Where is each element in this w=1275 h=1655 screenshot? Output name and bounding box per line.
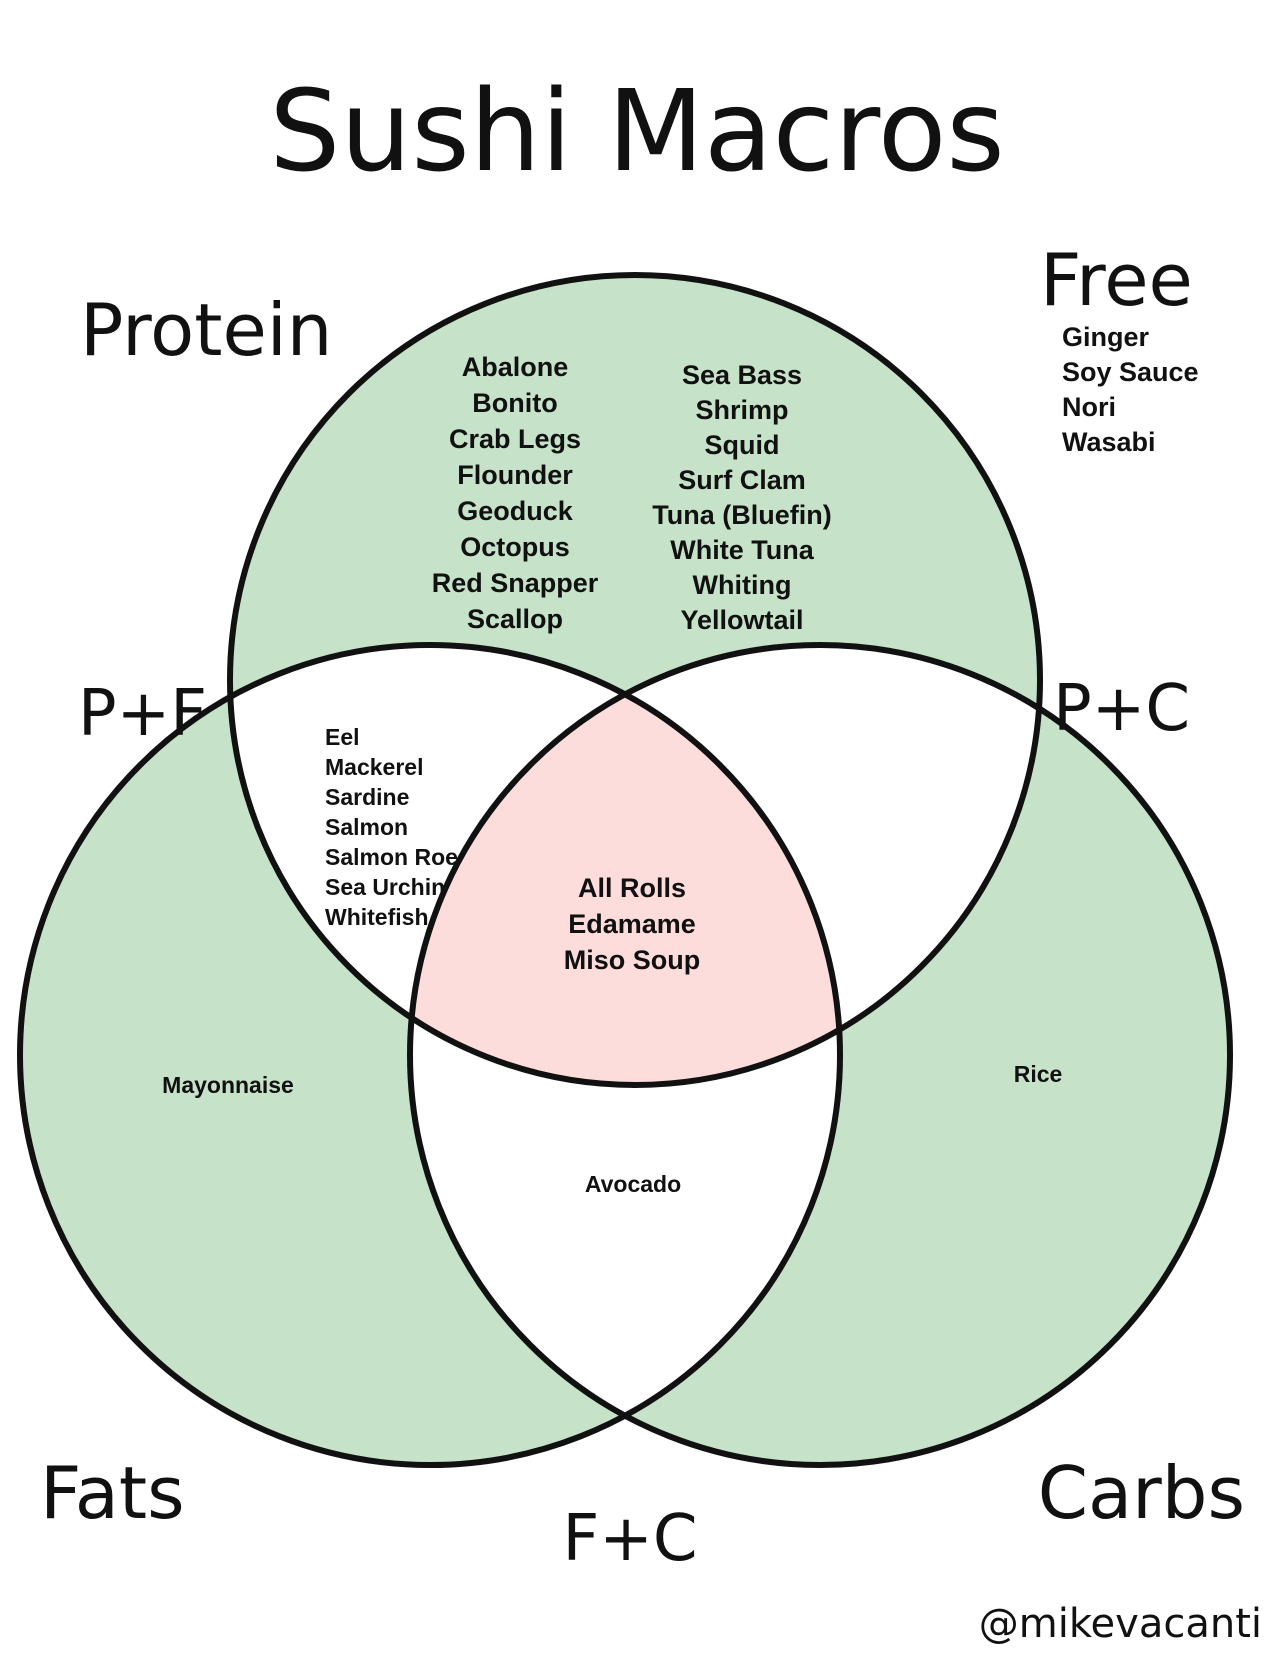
fats-only-item: Mayonnaise xyxy=(162,1072,294,1098)
protein-item: Scallop xyxy=(467,604,563,634)
page-title: Sushi Macros xyxy=(269,67,1004,197)
protein-circle-outline xyxy=(227,272,1043,1088)
carbs-circle-outline xyxy=(407,642,1233,1468)
protein-only-list-2: Sea Bass Shrimp Squid Surf Clam Tuna (Bl… xyxy=(652,360,831,635)
protein-item: Flounder xyxy=(457,460,573,490)
all-item: Edamame xyxy=(568,909,696,939)
protein-item: Geoduck xyxy=(457,496,574,526)
fats-carbs-item: Avocado xyxy=(585,1171,681,1197)
protein-only-list-1: Abalone Bonito Crab Legs Flounder Geoduc… xyxy=(432,352,599,634)
free-item: Soy Sauce xyxy=(1062,357,1199,387)
protein-item: Surf Clam xyxy=(678,465,806,495)
free-item: Wasabi xyxy=(1062,427,1156,457)
protein-item: Octopus xyxy=(460,532,570,562)
carbs-only-item: Rice xyxy=(1014,1061,1063,1087)
protein-item: Red Snapper xyxy=(432,568,599,598)
free-item: Nori xyxy=(1062,392,1116,422)
pf-item: Sea Urchin xyxy=(325,874,445,900)
pc-label: P+C xyxy=(1053,672,1190,746)
carbs-label: Carbs xyxy=(1038,1451,1245,1535)
protein-item: Sea Bass xyxy=(682,360,802,390)
protein-label: Protein xyxy=(80,288,332,372)
protein-item: Abalone xyxy=(462,352,569,382)
protein-item: Squid xyxy=(705,430,780,460)
pf-item: Whitefish xyxy=(325,904,429,930)
fats-circle-outline xyxy=(17,642,843,1468)
free-label: Free xyxy=(1040,238,1193,322)
protein-item: Yellowtail xyxy=(680,605,803,635)
pf-item: Eel xyxy=(325,724,360,750)
all-item: Miso Soup xyxy=(564,945,701,975)
circle-outlines xyxy=(17,272,1233,1468)
pf-item: Salmon Roe xyxy=(325,844,458,870)
pf-item: Mackerel xyxy=(325,754,423,780)
protein-item: Tuna (Bluefin) xyxy=(652,500,831,530)
all-three-list: All Rolls Edamame Miso Soup xyxy=(564,873,701,975)
protein-fats-list: Eel Mackerel Sardine Salmon Salmon Roe S… xyxy=(325,724,458,930)
protein-item: Crab Legs xyxy=(449,424,581,454)
protein-item: White Tuna xyxy=(670,535,814,565)
fats-label: Fats xyxy=(40,1451,185,1535)
fc-label: F+C xyxy=(562,1502,697,1576)
pf-label: P+F xyxy=(78,677,207,751)
pf-item: Sardine xyxy=(325,784,409,810)
free-item: Ginger xyxy=(1062,322,1150,352)
protein-item: Shrimp xyxy=(695,395,788,425)
pf-item: Salmon xyxy=(325,814,408,840)
protein-item: Whiting xyxy=(693,570,792,600)
all-item: All Rolls xyxy=(578,873,686,903)
region-fills xyxy=(20,275,1230,1465)
protein-item: Bonito xyxy=(472,388,557,418)
credit-handle: @mikevacanti xyxy=(979,1601,1262,1647)
free-list: Ginger Soy Sauce Nori Wasabi xyxy=(1062,322,1199,457)
